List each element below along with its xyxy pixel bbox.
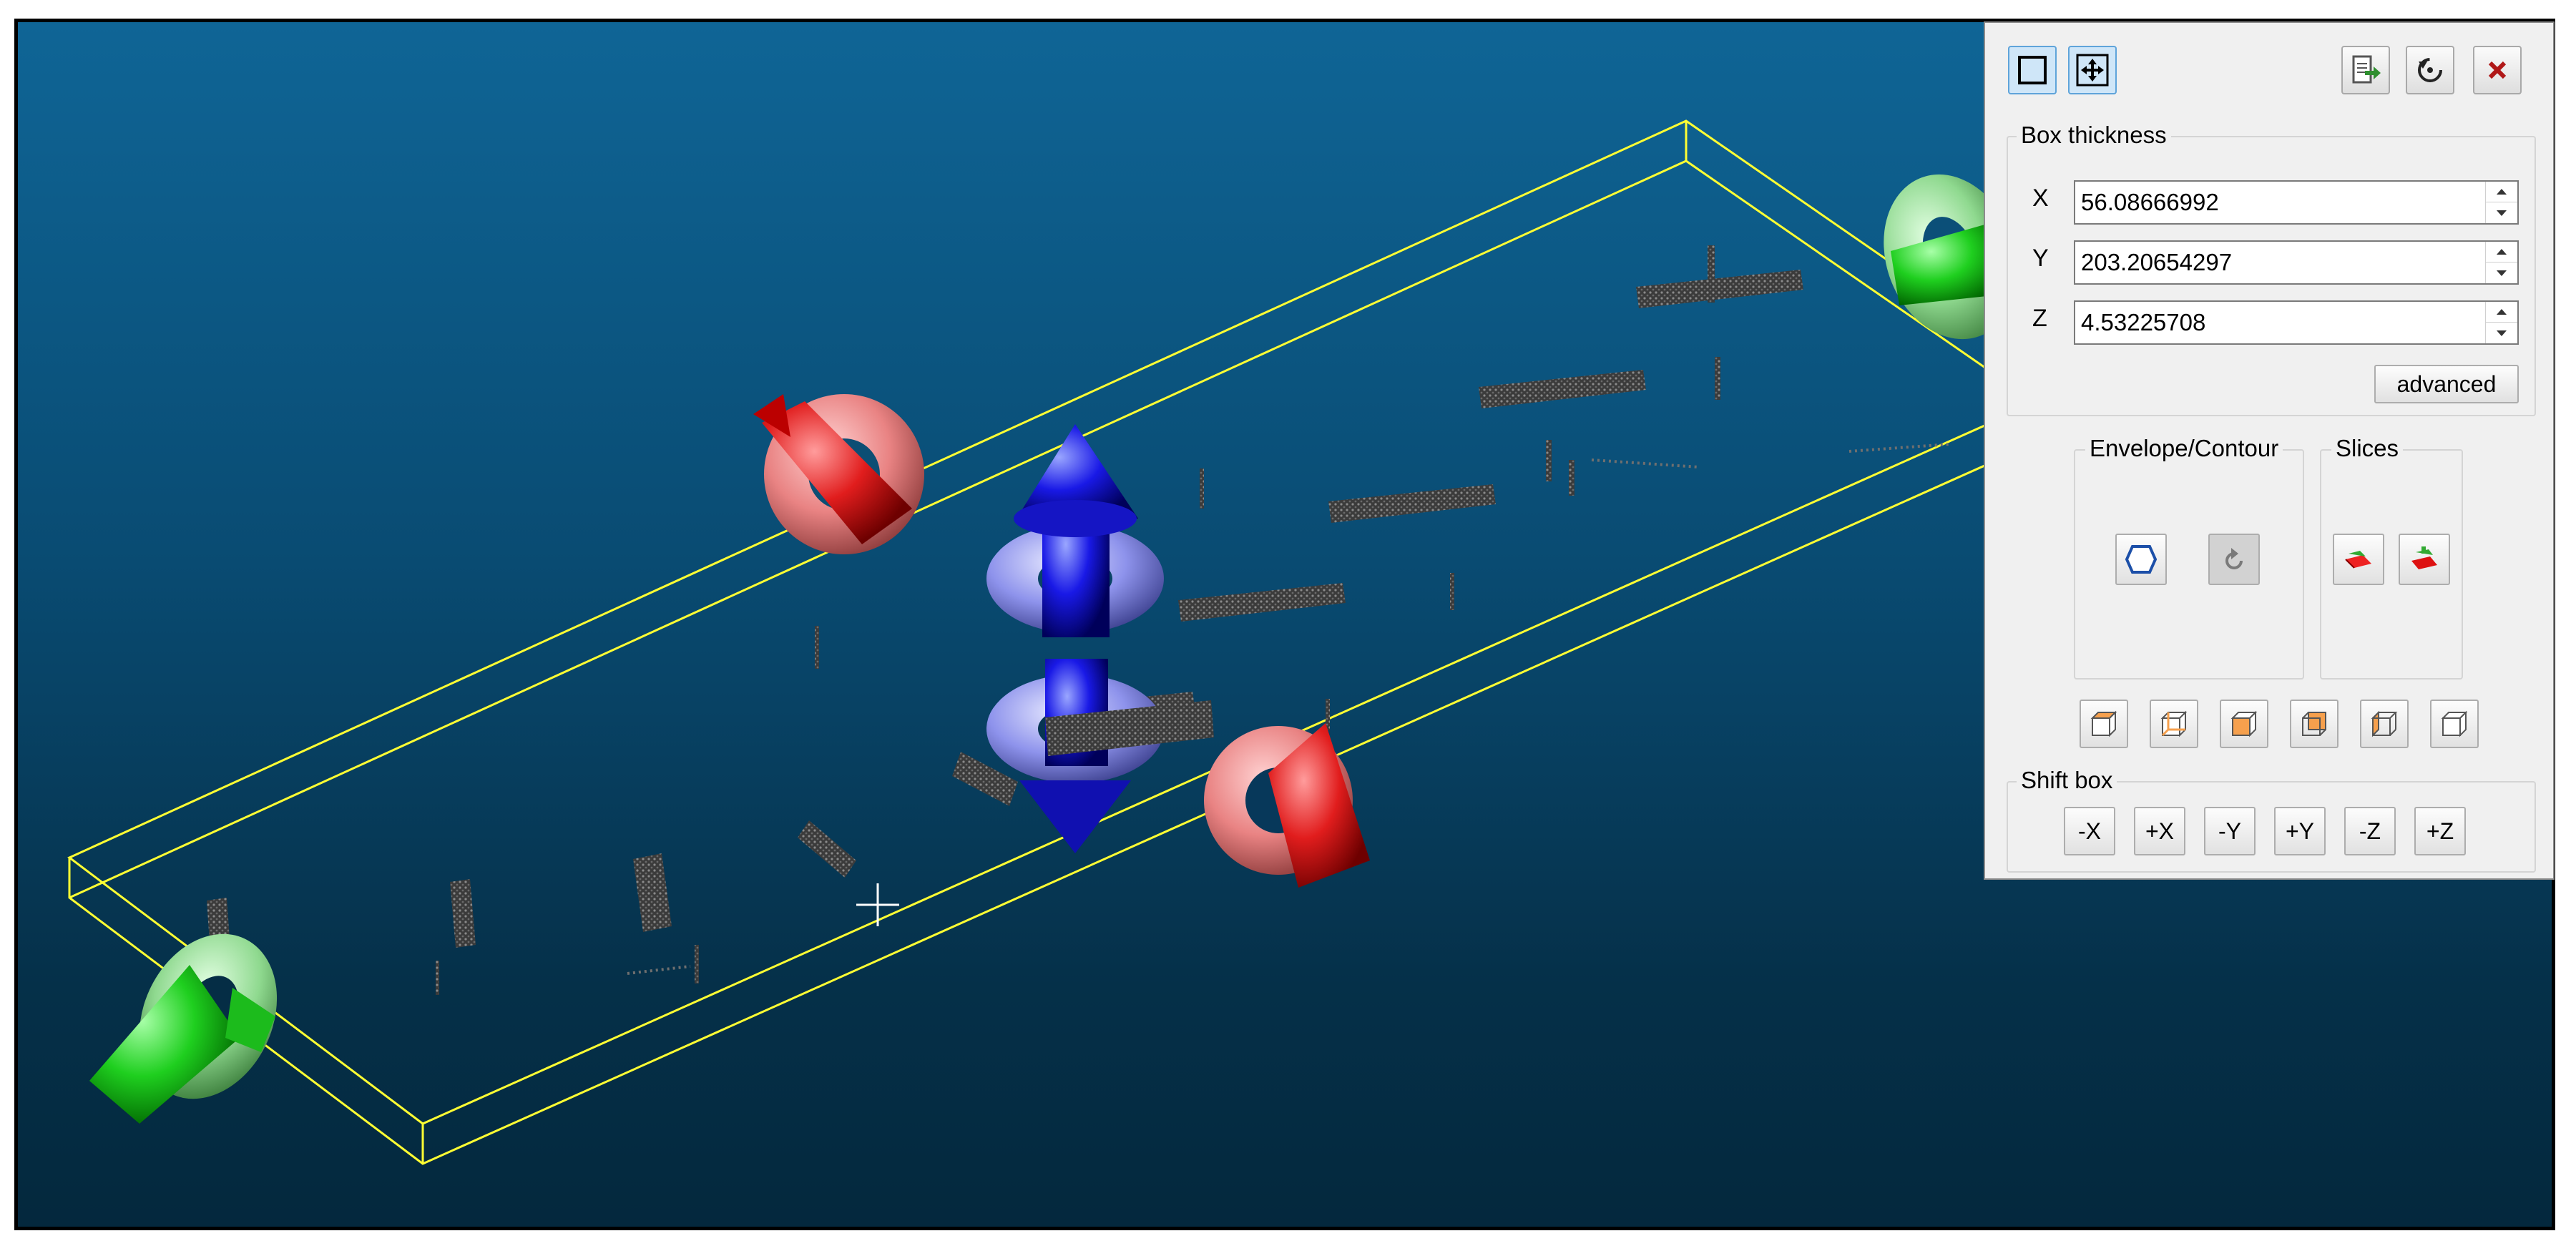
reset-icon (2414, 54, 2446, 86)
shift-plus-z-button[interactable]: +Z (2414, 807, 2466, 855)
spin-down-icon[interactable] (2486, 202, 2517, 223)
cube-front-icon (2228, 708, 2260, 740)
z-spin-arrows[interactable] (2485, 302, 2517, 343)
x-thickness-spinbox[interactable] (2074, 180, 2519, 225)
repeat-slices-button[interactable] (2399, 534, 2450, 585)
close-button[interactable] (2473, 46, 2522, 94)
y-axis-handle-front[interactable] (89, 911, 303, 1124)
y-spin-arrows[interactable] (2485, 242, 2517, 283)
shift-box-title: Shift box (2017, 767, 2117, 794)
multi-slice-icon (2407, 542, 2442, 577)
section-box-panel: Box thickness X Y Z advanced (1984, 21, 2555, 880)
box-thickness-title: Box thickness (2017, 122, 2171, 149)
crosshair-cursor (856, 883, 899, 926)
view-back-button[interactable] (2290, 700, 2339, 748)
view-bottom-button[interactable] (2150, 700, 2198, 748)
select-box-button[interactable] (2008, 46, 2057, 94)
x-thickness-input[interactable] (2075, 182, 2476, 223)
y-thickness-input[interactable] (2075, 242, 2476, 283)
square-icon (2017, 54, 2048, 86)
slices-title: Slices (2331, 435, 2404, 462)
view-right-button[interactable] (2430, 700, 2479, 748)
z-label: Z (2032, 305, 2047, 332)
undo-icon (2220, 545, 2248, 574)
shift-minus-y-button[interactable]: -Y (2204, 807, 2256, 855)
x-label: X (2032, 185, 2049, 212)
spin-up-icon[interactable] (2486, 302, 2517, 323)
cube-top-icon (2088, 708, 2120, 740)
export-icon (2349, 54, 2382, 87)
x-axis-handle-back[interactable] (753, 394, 924, 554)
z-axis-handle[interactable] (986, 424, 1214, 853)
y-thickness-spinbox[interactable] (2074, 240, 2519, 285)
shift-minus-x-button[interactable]: -X (2064, 807, 2115, 855)
cube-bottom-icon (2158, 708, 2190, 740)
reset-button[interactable] (2406, 46, 2454, 94)
spin-up-icon[interactable] (2486, 242, 2517, 263)
spin-down-icon[interactable] (2486, 263, 2517, 283)
envelope-contour-group: Envelope/Contour (2074, 435, 2304, 680)
shift-minus-z-button[interactable]: -Z (2344, 807, 2396, 855)
z-thickness-input[interactable] (2075, 302, 2476, 343)
envelope-contour-title: Envelope/Contour (2085, 435, 2283, 462)
extract-contour-button[interactable] (2115, 534, 2167, 585)
x-spin-arrows[interactable] (2485, 182, 2517, 223)
cube-back-icon (2298, 708, 2330, 740)
shift-plus-y-button[interactable]: +Y (2274, 807, 2326, 855)
view-left-button[interactable] (2360, 700, 2409, 748)
y-label: Y (2032, 245, 2049, 272)
3d-scene[interactable] (18, 22, 2552, 1227)
polygon-icon (2124, 542, 2158, 577)
close-icon (2483, 56, 2512, 84)
move-box-button[interactable] (2068, 46, 2117, 94)
shift-plus-x-button[interactable]: +X (2134, 807, 2185, 855)
advanced-button[interactable]: advanced (2374, 365, 2519, 403)
slice-icon (2341, 542, 2376, 577)
move-icon (2075, 53, 2110, 87)
slices-group: Slices (2320, 435, 2463, 680)
box-thickness-group: Box thickness X Y Z advanced (2007, 122, 2536, 416)
view-front-button[interactable] (2220, 700, 2268, 748)
spin-down-icon[interactable] (2486, 323, 2517, 343)
x-axis-handle-front[interactable] (1204, 723, 1370, 888)
cube-left-icon (2369, 708, 2400, 740)
view-top-button[interactable] (2080, 700, 2128, 748)
z-thickness-spinbox[interactable] (2074, 300, 2519, 345)
shift-box-group: Shift box -X +X -Y +Y -Z +Z (2007, 767, 2536, 873)
extract-slices-button[interactable] (2333, 534, 2384, 585)
restore-envelope-button[interactable] (2208, 534, 2260, 585)
spin-up-icon[interactable] (2486, 182, 2517, 202)
cube-right-icon (2439, 708, 2470, 740)
export-button[interactable] (2341, 46, 2390, 94)
